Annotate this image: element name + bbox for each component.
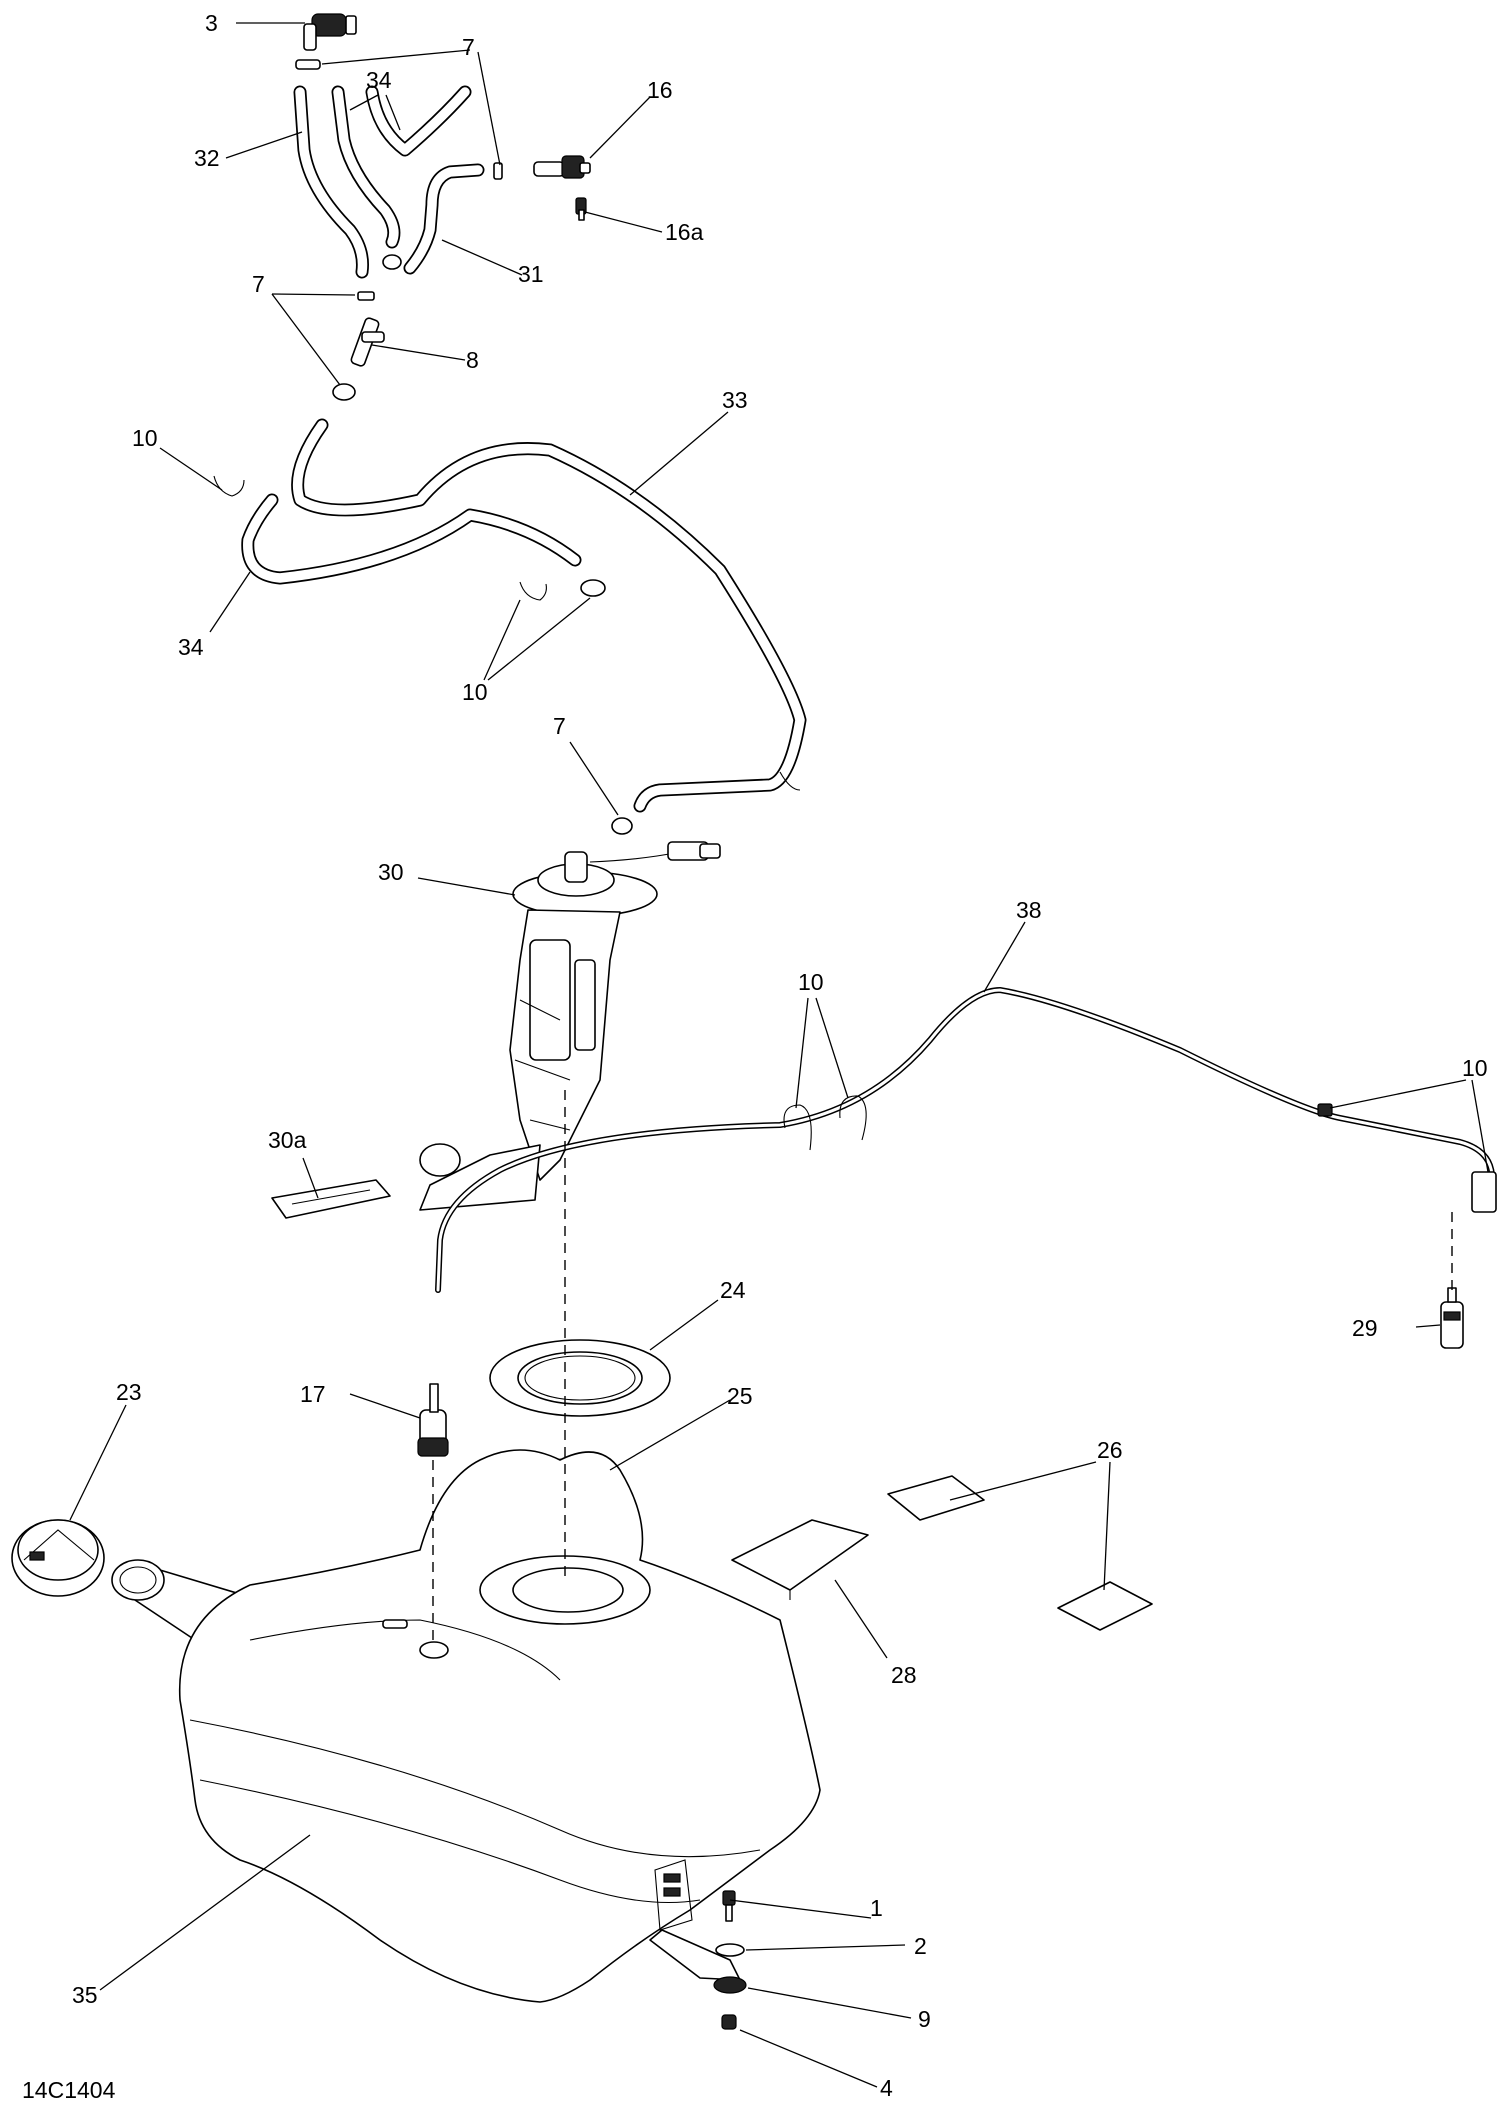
callout-33: 33: [722, 387, 748, 413]
pad-26: [887, 1475, 1153, 1631]
vent-hose-34-upper: [331, 85, 472, 249]
callout-35: 35: [72, 1982, 98, 2008]
callout-30a: 30a: [268, 1127, 307, 1153]
callout-labels: 3 7 34 16 32 16a 31 7 8 33 10 34 10 7 30…: [22, 10, 1488, 2103]
callout-28: 28: [891, 1662, 917, 1688]
callout-16: 16: [647, 77, 673, 103]
callout-32: 32: [194, 145, 220, 171]
fuel-line-38: [435, 987, 1495, 1293]
lock-ring-24: [489, 1339, 671, 1417]
callout-29: 29: [1352, 1315, 1378, 1341]
bracket-hardware: [649, 1890, 747, 2030]
clamp-7-top: [295, 59, 503, 401]
callout-4: 4: [880, 2075, 893, 2101]
vent-hose-33: [291, 418, 807, 813]
callout-7: 7: [252, 271, 265, 297]
assembly-axis-lines: [432, 1090, 1453, 1640]
callout-30: 30: [378, 859, 404, 885]
callout-34: 34: [178, 634, 204, 660]
callout-24: 24: [720, 1277, 746, 1303]
callout-38: 38: [1016, 897, 1042, 923]
valve-17: [417, 1383, 449, 1457]
callout-26: 26: [1097, 1437, 1123, 1463]
callout-10: 10: [1462, 1055, 1488, 1081]
figure-code: 14C1404: [22, 2077, 116, 2103]
pad-30a: [271, 1179, 391, 1219]
leader-lines: [69, 22, 1489, 2088]
clamp-10-line: [783, 1095, 1497, 1213]
elbow-connector-3: [303, 13, 357, 51]
callout-9: 9: [918, 2006, 931, 2032]
callout-17: 17: [300, 1381, 326, 1407]
callout-23: 23: [116, 1379, 142, 1405]
callout-31: 31: [518, 261, 544, 287]
callout-10: 10: [132, 425, 158, 451]
filler-cap-23: [11, 1519, 105, 1597]
callout-3: 3: [205, 10, 218, 36]
callout-2: 2: [914, 1933, 927, 1959]
callout-16a: 16a: [665, 219, 704, 245]
clamp-10-mid: [213, 475, 801, 835]
fuel-filter-29: [1440, 1287, 1464, 1349]
callout-1: 1: [870, 1895, 883, 1921]
quick-connector-16: [533, 155, 591, 179]
callout-10: 10: [798, 969, 824, 995]
callout-7: 7: [553, 713, 566, 739]
fitting-16a: [575, 197, 587, 221]
callout-25: 25: [727, 1383, 753, 1409]
t-fitting-8: [350, 317, 385, 367]
fuel-pump-module-30: [419, 841, 721, 1211]
vent-hose-32: [293, 85, 369, 279]
vent-hose-31: [403, 163, 485, 275]
callout-7: 7: [462, 34, 475, 60]
pad-28: [731, 1519, 869, 1600]
vent-hose-34-lower: [241, 493, 582, 585]
fuel-tank-35: [178, 1449, 821, 2003]
callout-8: 8: [466, 347, 479, 373]
callout-10: 10: [462, 679, 488, 705]
callout-34: 34: [366, 67, 392, 93]
